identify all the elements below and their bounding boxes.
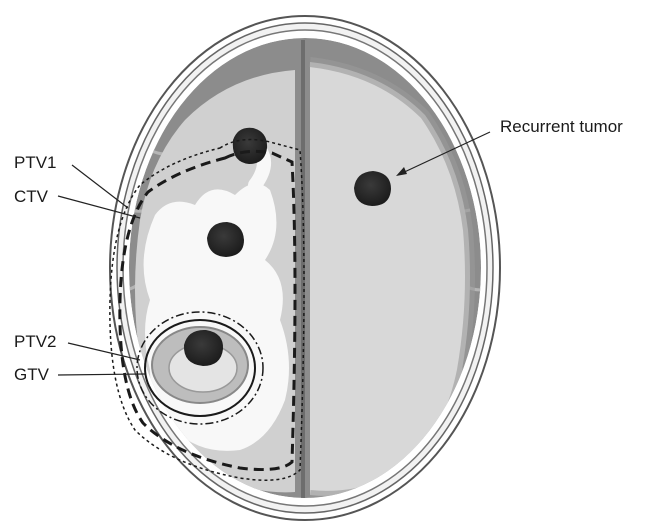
label-ptv1: PTV1 (14, 153, 57, 172)
label-ctv: CTV (14, 187, 49, 206)
tumor-top (233, 128, 267, 164)
label-gtv: GTV (14, 365, 50, 384)
label-recurrent-tumor: Recurrent tumor (500, 117, 623, 136)
label-ptv2: PTV2 (14, 332, 57, 351)
tumor-middle (207, 222, 244, 257)
tumor-primary (184, 330, 223, 366)
tumor-recurrent (354, 171, 391, 206)
